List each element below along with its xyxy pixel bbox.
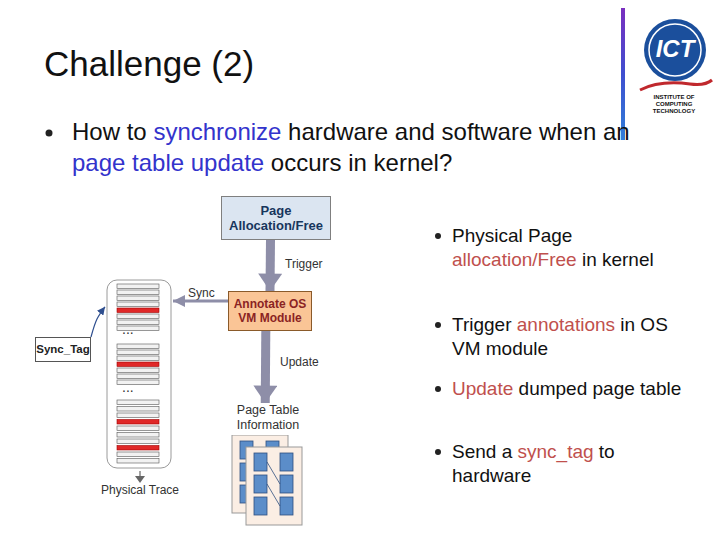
table-block	[254, 475, 267, 493]
page-sheet	[246, 447, 302, 525]
edge-label: Trigger	[285, 257, 323, 271]
trace-row	[117, 400, 159, 405]
flow-arrow	[266, 240, 276, 291]
trace-row	[117, 296, 159, 301]
tagged-trace-row	[117, 420, 159, 425]
bullet-text: Update dumped page table	[452, 377, 697, 401]
logo-subtitle: INSTITUTE OF COMPUTING TECHNOLOGY	[638, 94, 710, 115]
table-block	[280, 475, 293, 493]
trace-row	[117, 459, 159, 464]
table-link	[267, 462, 280, 484]
table-link	[253, 472, 266, 494]
logo-swoosh	[640, 80, 712, 90]
trace-illustration	[105, 278, 173, 470]
trace-outline	[107, 280, 171, 468]
trace-row	[117, 314, 159, 319]
trace-row	[117, 320, 159, 325]
node-text: Physical Trace	[100, 483, 180, 497]
trace-row	[117, 344, 159, 349]
node-text: Page Table Information	[222, 403, 314, 432]
trace-row	[117, 302, 159, 307]
bullet-dot	[46, 130, 53, 137]
logo-ring	[649, 24, 701, 76]
trace-row	[117, 439, 159, 444]
trace-row	[117, 350, 159, 355]
flow-arrow	[261, 331, 271, 403]
trace-row	[117, 284, 159, 289]
trace-stack	[105, 278, 173, 470]
table-block	[280, 497, 293, 515]
edge-label: Sync	[188, 286, 215, 300]
ellipsis: ...	[122, 322, 162, 336]
trace-row	[117, 290, 159, 295]
bullet-dot	[435, 322, 441, 328]
table-block	[254, 497, 267, 515]
trace-arrow-head	[135, 476, 145, 483]
table-block	[280, 453, 293, 471]
trace-row	[117, 426, 159, 431]
trace-row	[117, 407, 159, 412]
trace-row	[117, 452, 159, 457]
trace-row	[117, 368, 159, 373]
bullet-dot	[435, 233, 441, 239]
table-link	[253, 450, 266, 472]
trace-row	[117, 374, 159, 379]
trace-row	[117, 326, 159, 331]
bullet-text: Physical Page allocation/Free in kernel	[452, 224, 697, 272]
trace-row	[117, 433, 159, 438]
page-table-group: Page Table Information	[222, 403, 314, 528]
edge-label: Update	[280, 355, 319, 369]
ellipsis: ...	[122, 380, 162, 394]
tagged-trace-row	[117, 308, 159, 313]
node-text: Page Allocation/Free	[222, 203, 330, 233]
page-table-illustration	[222, 435, 314, 527]
leader-arrow	[91, 307, 105, 337]
tagged-trace-row	[117, 446, 159, 451]
logo-text: ICT	[649, 35, 701, 63]
logo-circle	[644, 19, 706, 81]
question-text: How to synchronize hardware and software…	[72, 116, 632, 178]
table-block	[254, 453, 267, 471]
trace-column: Physical Trace	[100, 278, 180, 510]
process-box: Page Allocation/Free	[221, 196, 331, 240]
table-link	[267, 484, 280, 506]
trace-row	[117, 413, 159, 418]
bullet-text: Send a sync_tag to hardware	[452, 440, 697, 488]
tagged-trace-row	[117, 362, 159, 367]
trace-row	[117, 356, 159, 361]
trace-row	[117, 380, 159, 385]
tag-box: Sync_Tag	[35, 337, 91, 362]
bullet-dot	[435, 386, 441, 392]
module-box: Annotate OS VM Module	[228, 291, 312, 331]
slide-title: Challenge (2)	[44, 44, 254, 84]
bullet-dot	[435, 449, 441, 455]
node-text: Sync_Tag	[36, 343, 89, 357]
bullet-text: Trigger annotations in OS VM module	[452, 313, 697, 361]
page-outline	[246, 447, 302, 525]
node-text: Annotate OS VM Module	[229, 297, 311, 325]
